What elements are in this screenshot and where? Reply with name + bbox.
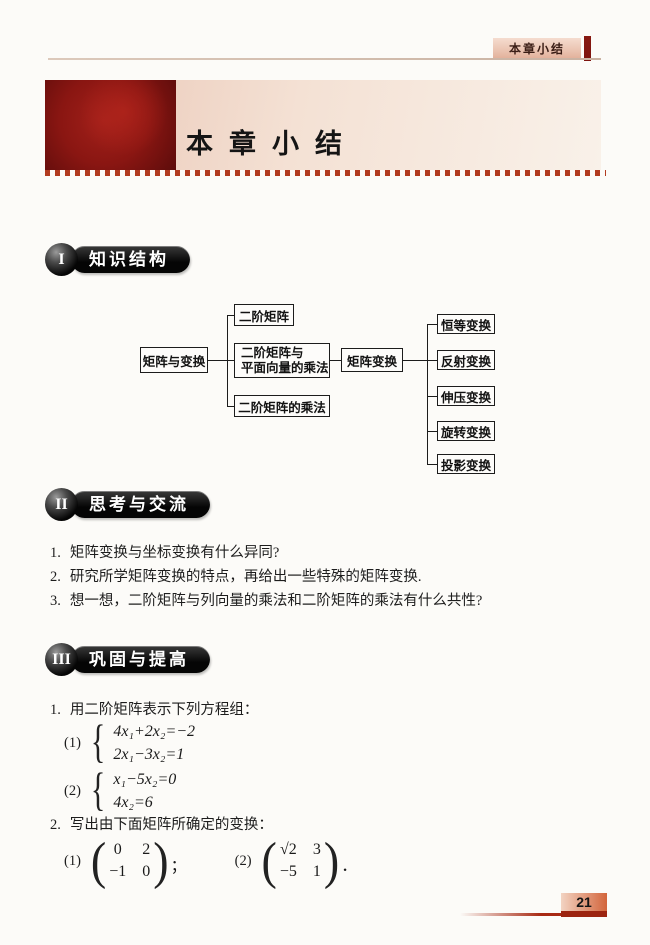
matrix-suffix: ． bbox=[341, 858, 358, 875]
connector-line bbox=[227, 314, 229, 407]
paren-left: ( bbox=[261, 831, 277, 889]
flow-node-leaf1: 恒等变换 bbox=[437, 314, 495, 334]
running-header-label: 本章小结 bbox=[508, 42, 565, 56]
flow-node-leaf2: 反射变换 bbox=[437, 350, 495, 370]
section-3-title-pill: 巩固与提高 bbox=[71, 646, 210, 673]
section-3-numeral: III bbox=[52, 650, 71, 668]
question-text: 矩阵变换与坐标变换有什么异同? bbox=[69, 545, 280, 561]
equation-line: 2x₁−3x₂=1 bbox=[113, 746, 185, 763]
section-3-badge: III 巩固与提高 bbox=[45, 643, 210, 676]
matrix-2: ( √2 3 −5 1 ) bbox=[261, 831, 340, 889]
problem-2-intro: 2. 写出由下面矩阵所确定的变换： bbox=[50, 816, 273, 835]
system-equations: 4x₁+2x₂=−2 2x₁−3x₂=1 bbox=[113, 720, 195, 766]
matrix-1: ( 0 2 −1 0 ) bbox=[90, 831, 169, 889]
connector-line bbox=[427, 395, 437, 397]
connector-line bbox=[427, 359, 437, 361]
connector-line bbox=[330, 359, 341, 361]
dotted-separator bbox=[45, 170, 606, 176]
problem-number: 1. bbox=[50, 702, 61, 718]
paren-right: ) bbox=[323, 831, 340, 889]
flow-node-branch2: 二阶矩阵与 平面向量的乘法 bbox=[234, 343, 330, 378]
equation-system-1: (1) { 4x₁+2x₂=−2 2x₁−3x₂=1 bbox=[64, 716, 195, 768]
system-equations: x₁−5x₂=0 4x₂=6 bbox=[113, 768, 176, 814]
equation-line: 4x₂=6 bbox=[113, 794, 153, 811]
footer-rule-thick bbox=[561, 911, 607, 917]
flow-node-mid: 矩阵变换 bbox=[341, 348, 403, 372]
running-header-tab: 本章小结 bbox=[493, 38, 581, 59]
connector-line bbox=[227, 405, 235, 407]
think-questions-list: 1. 矩阵变换与坐标变换有什么异同? 2. 研究所学矩阵变换的特点，再给出一些特… bbox=[50, 544, 482, 616]
matrix-1-cells: 0 2 −1 0 bbox=[106, 841, 153, 881]
connector-line bbox=[427, 323, 437, 325]
flow-node-root: 矩阵与变换 bbox=[140, 347, 208, 373]
matrix-cell: 3 bbox=[312, 841, 321, 858]
flow-node-branch1: 二阶矩阵 bbox=[234, 304, 294, 326]
question-text: 研究所学矩阵变换的特点，再给出一些特殊的矩阵变换. bbox=[69, 569, 422, 585]
question-item: 2. 研究所学矩阵变换的特点，再给出一些特殊的矩阵变换. bbox=[50, 568, 482, 587]
section-1-numeral: I bbox=[58, 250, 65, 268]
connector-line bbox=[427, 430, 437, 432]
matrix-cell: √2 bbox=[280, 841, 297, 858]
flow-node-branch2-line2: 平面向量的乘法 bbox=[241, 360, 329, 375]
flow-node-branch3: 二阶矩阵的乘法 bbox=[234, 395, 330, 417]
connector-line bbox=[403, 359, 428, 361]
running-header-rule bbox=[48, 58, 601, 60]
matrix-cell: −1 bbox=[109, 863, 127, 880]
matrix-label: (1) bbox=[64, 852, 81, 869]
question-item: 3. 想一想，二阶矩阵与列向量的乘法和二阶矩阵的乘法有什么共性? bbox=[50, 592, 482, 611]
connector-line bbox=[427, 463, 437, 465]
matrix-label: (2) bbox=[234, 852, 252, 869]
page-number-badge: 21 bbox=[561, 893, 607, 911]
question-number: 2. bbox=[50, 569, 61, 585]
flow-node-leaf4: 旋转变换 bbox=[437, 421, 495, 441]
running-header-red-bar bbox=[584, 36, 591, 61]
flow-node-leaf5: 投影变换 bbox=[437, 454, 495, 474]
equation-system-2: (2) { x₁−5x₂=0 4x₂=6 bbox=[64, 764, 176, 816]
problem-text: 用二阶矩阵表示下列方程组： bbox=[69, 702, 259, 718]
matrix-cell: 0 bbox=[142, 863, 151, 880]
matrix-cell: 2 bbox=[142, 841, 151, 858]
section-1-title-pill: 知识结构 bbox=[71, 246, 190, 273]
matrix-cell: −5 bbox=[279, 863, 297, 880]
question-text: 想一想，二阶矩阵与列向量的乘法和二阶矩阵的乘法有什么共性? bbox=[69, 593, 483, 609]
section-1-numeral-sphere: I bbox=[45, 243, 78, 276]
question-number: 3. bbox=[50, 593, 61, 609]
banner-dark-block bbox=[45, 80, 176, 170]
chapter-title: 本章小结 bbox=[186, 129, 358, 159]
section-2-numeral-sphere: II bbox=[45, 488, 78, 521]
system-label: (1) bbox=[64, 734, 81, 751]
matrix-cell: 1 bbox=[312, 863, 321, 880]
paren-left: ( bbox=[90, 831, 107, 889]
section-2-title-pill: 思考与交流 bbox=[71, 491, 210, 518]
brace-glyph: { bbox=[90, 764, 106, 816]
matrix-cell: 0 bbox=[113, 841, 122, 858]
connector-line bbox=[427, 323, 429, 465]
section-2-numeral: II bbox=[55, 495, 68, 513]
footer-rule bbox=[460, 913, 607, 916]
equation-line: 4x₁+2x₂=−2 bbox=[113, 723, 196, 740]
paren-right: ) bbox=[153, 831, 169, 889]
system-label: (2) bbox=[64, 782, 81, 799]
brace-glyph: { bbox=[90, 716, 106, 768]
matrix-2-cells: √2 3 −5 1 bbox=[277, 841, 324, 881]
chapter-banner: 本章小结 bbox=[45, 80, 601, 170]
problem-text: 写出由下面矩阵所确定的变换： bbox=[69, 817, 273, 833]
knowledge-structure-flowchart: 矩阵与变换 二阶矩阵 二阶矩阵与 平面向量的乘法 二阶矩阵的乘法 矩阵变换 恒等… bbox=[140, 303, 505, 483]
problem-number: 2. bbox=[50, 817, 61, 833]
question-item: 1. 矩阵变换与坐标变换有什么异同? bbox=[50, 544, 482, 563]
connector-line bbox=[208, 359, 234, 361]
section-1-badge: I 知识结构 bbox=[45, 243, 190, 276]
flow-node-leaf3: 伸压变换 bbox=[437, 386, 495, 406]
matrix-suffix: ； bbox=[170, 858, 187, 875]
problem-1-intro: 1. 用二阶矩阵表示下列方程组： bbox=[50, 701, 258, 720]
matrices-row: (1) ( 0 2 −1 0 ) ； (2) ( √2 3 −5 1 ) ． bbox=[64, 831, 358, 889]
section-2-badge: II 思考与交流 bbox=[45, 488, 210, 521]
flow-node-branch2-line1: 二阶矩阵与 bbox=[241, 345, 304, 360]
connector-line bbox=[227, 314, 235, 316]
page-number: 21 bbox=[576, 894, 592, 910]
section-3-numeral-sphere: III bbox=[45, 643, 78, 676]
equation-line: x₁−5x₂=0 bbox=[113, 771, 177, 788]
question-number: 1. bbox=[50, 545, 61, 561]
